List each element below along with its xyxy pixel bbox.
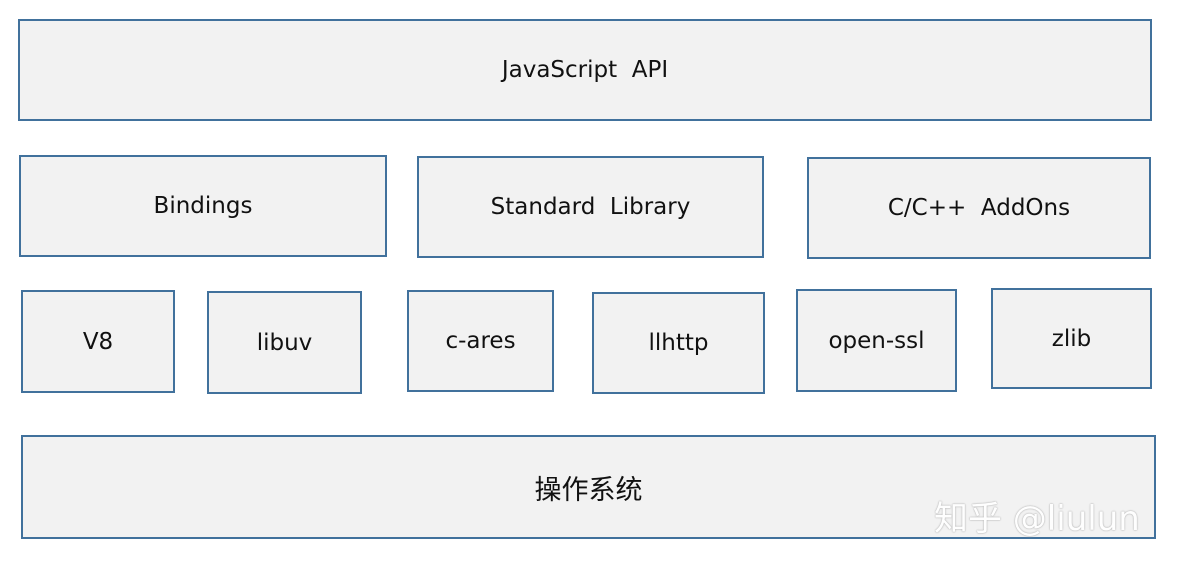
open-ssl-box: open-ssl — [796, 289, 957, 392]
c-ares-label: c-ares — [445, 328, 516, 354]
llhttp-box: llhttp — [592, 292, 765, 394]
c-ares-box: c-ares — [407, 290, 554, 392]
javascript-api-box: JavaScript API — [18, 19, 1152, 121]
zlib-box: zlib — [991, 288, 1152, 389]
standard-library-label: Standard Library — [490, 194, 691, 220]
libuv-label: libuv — [256, 329, 313, 356]
open-ssl-label: open-ssl — [828, 327, 925, 354]
llhttp-label: llhttp — [648, 330, 709, 356]
addons-label: C/C++ AddOns — [887, 195, 1071, 221]
zlib-label: zlib — [1051, 325, 1092, 352]
v8-box: V8 — [21, 290, 175, 393]
standard-library-box: Standard Library — [417, 156, 764, 258]
bindings-label: Bindings — [153, 193, 253, 219]
operating-system-box: 操作系统 — [21, 435, 1156, 539]
zhihu-watermark: 知乎 @liulun — [934, 498, 1140, 539]
v8-label: V8 — [82, 328, 114, 355]
bindings-box: Bindings — [19, 155, 387, 257]
addons-box: C/C++ AddOns — [807, 157, 1151, 259]
libuv-box: libuv — [207, 291, 362, 394]
javascript-api-label: JavaScript API — [501, 57, 669, 83]
operating-system-label: 操作系统 — [534, 474, 643, 506]
